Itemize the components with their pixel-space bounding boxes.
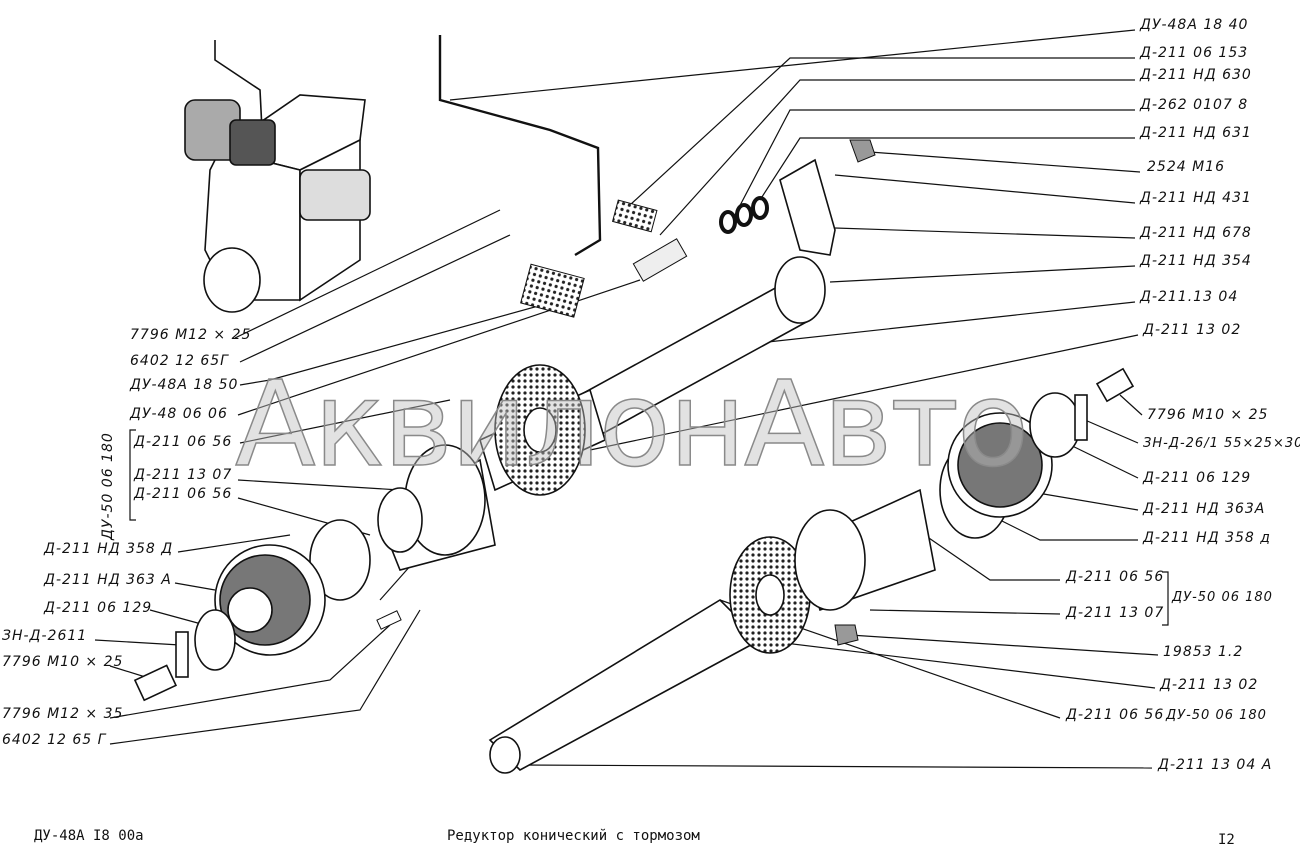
spring [611,199,658,233]
part-label: Д-211 НД 363 А [44,572,172,589]
part-label: Д-211 НД 431 [1140,190,1252,207]
gearbox-housing [184,40,371,313]
part-label: Д-211 13 02 [1143,322,1242,339]
part-label: Д-211 06 56 [134,486,233,503]
upper-shaft [309,256,826,601]
part-label: 7796 М12 × 25 [130,327,252,344]
part-label: Д-211 НД 358 Д [44,541,174,558]
nut [849,139,876,163]
plug [834,624,859,646]
part-label: Д-211 06 129 [1143,470,1252,487]
page-number: I2 [1218,832,1235,848]
brake-lever [779,158,836,256]
part-label: ДУ-48А 18 40 [1140,17,1249,34]
part-label: Д-211 НД 358 д [1143,530,1271,547]
drawing-title: Редуктор конический с тормозом [447,828,700,844]
right-gear [947,367,1135,518]
part-label: Д-211 06 56 [134,434,233,451]
part-label: Д-211 13 07 [134,467,233,484]
part-label: Д-211 13 07 [1066,605,1165,622]
part-label: Д-211 НД 678 [1140,225,1252,242]
washers [719,196,769,234]
part-label: Д-211 НД 630 [1140,67,1252,84]
part-label: Д-211 06 153 [1140,45,1249,62]
part-label: ЗН-Д-2611 [2,628,88,645]
part-label: Д-211 06 129 [44,600,153,617]
assembly-label: ДУ-50 06 180 [100,432,116,540]
part-label: 7796 М12 × 35 [2,706,124,723]
part-label: Д-211 НД 631 [1140,125,1252,142]
part-label: Д-262 0107 8 [1140,97,1249,114]
part-label: 6402 12 65 Г [2,732,107,749]
left-gear [133,544,326,702]
pin [632,238,688,282]
lower-shaft [488,441,1011,774]
part-label: 2524 М16 [1147,159,1225,176]
part-label: Д-211 НД 354 [1140,253,1252,270]
mounting-bracket [520,263,585,318]
drawing-code: ДУ-48А I8 00а [34,828,144,844]
assembly-label: ДУ-50 06 180 [1166,708,1267,723]
part-label: Д-211 06 56 [1066,569,1165,586]
brake-rod [438,35,602,257]
part-label: 6402 12 65Г [130,353,229,370]
part-label: 7796 М10 × 25 [1147,407,1269,424]
part-label: Д-211 06 56 [1066,707,1165,724]
part-label: Д-211 НД 363А [1143,501,1266,518]
bolt [376,610,402,630]
group-brackets [129,429,1169,626]
part-label: Д-211 13 04 А [1158,757,1273,774]
part-label: ЗН-Д-26/1 55×25×30 [1143,436,1300,451]
part-label: ДУ-48 06 06 [130,406,228,423]
part-label: 7796 М10 × 25 [2,654,124,671]
part-label: Д-211 13 02 [1160,677,1259,694]
part-label: ДУ-48А 18 50 [130,377,239,394]
part-label: 19853 1.2 [1163,644,1244,661]
assembly-label: ДУ-50 06 180 [1172,590,1273,605]
part-label: Д-211.13 04 [1140,289,1239,306]
